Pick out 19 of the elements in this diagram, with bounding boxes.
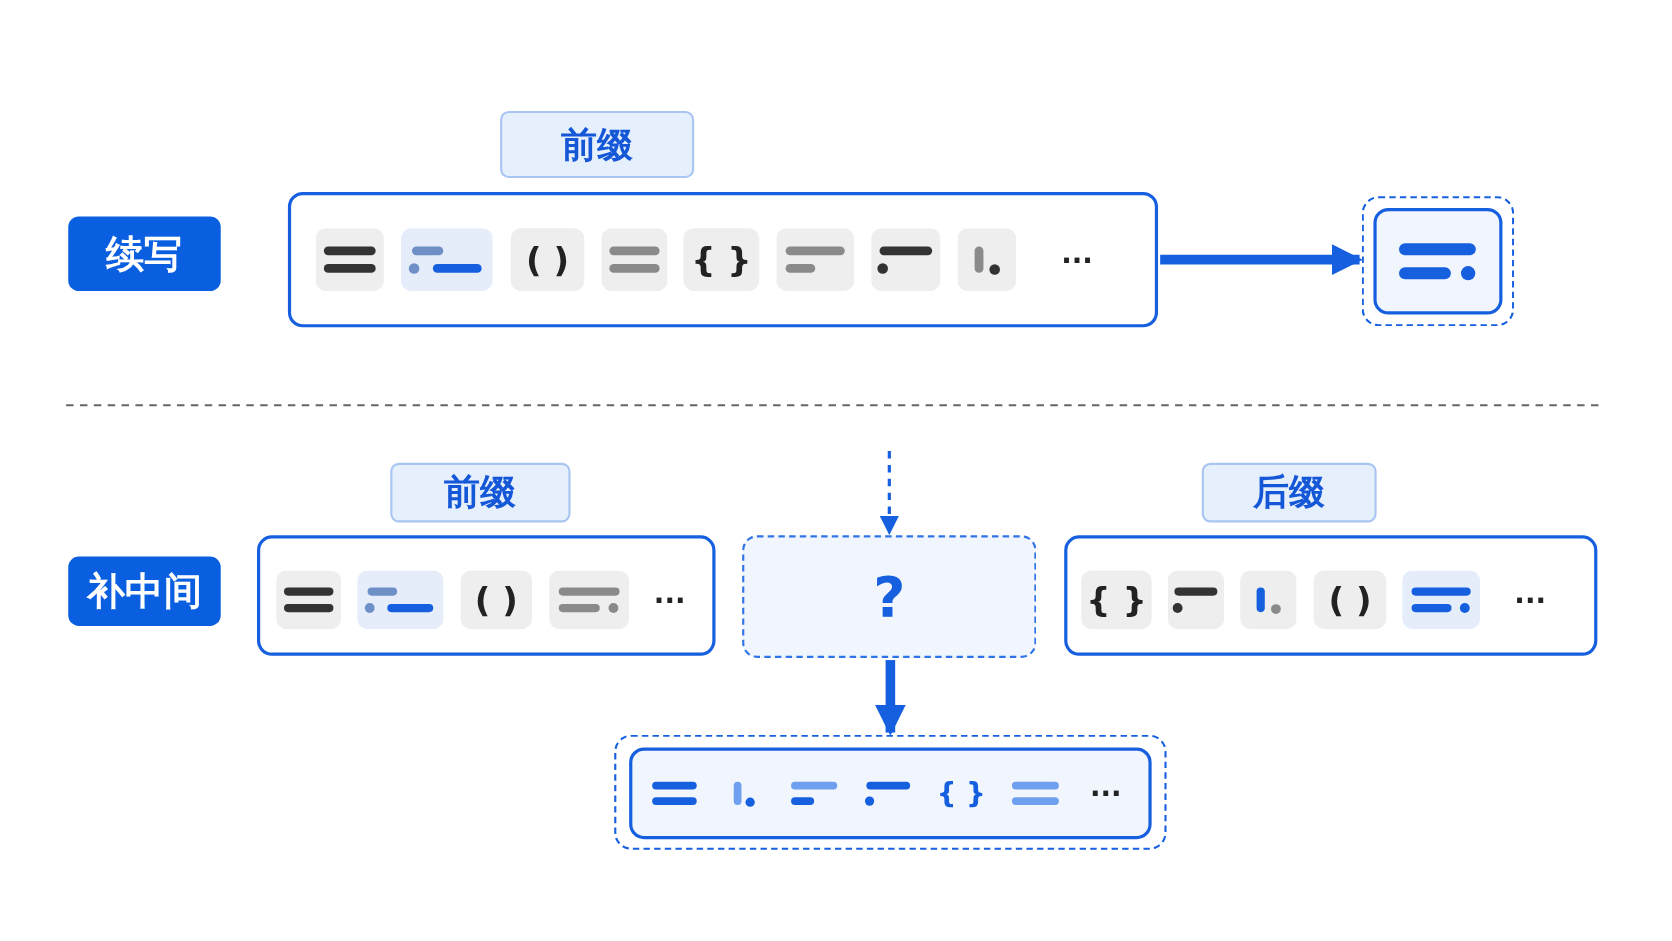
token-chip: ( ) bbox=[510, 228, 585, 292]
section-tab: 后缀 bbox=[1201, 462, 1377, 523]
section-tab: 前缀 bbox=[390, 462, 571, 523]
missing-box: ? bbox=[742, 535, 1037, 658]
mode-badge: 补中间 bbox=[68, 556, 221, 626]
arrow bbox=[1160, 244, 1363, 275]
token-chip: { } bbox=[683, 228, 760, 292]
arrow bbox=[875, 660, 906, 736]
section-tab: 前缀 bbox=[500, 110, 695, 179]
mode-badge: 续写 bbox=[68, 216, 221, 292]
token-chip: ( ) bbox=[1313, 570, 1387, 630]
ellipsis-text: ··· bbox=[1060, 242, 1094, 278]
ellipsis-text: ··· bbox=[652, 582, 687, 618]
token-chip: { } bbox=[1081, 570, 1152, 630]
arrow bbox=[879, 451, 899, 536]
ellipsis-text: { } bbox=[935, 776, 987, 812]
ellipsis-text: ··· bbox=[1513, 582, 1547, 618]
token-chip: ( ) bbox=[460, 570, 533, 630]
ellipsis-text: ··· bbox=[1088, 776, 1123, 812]
